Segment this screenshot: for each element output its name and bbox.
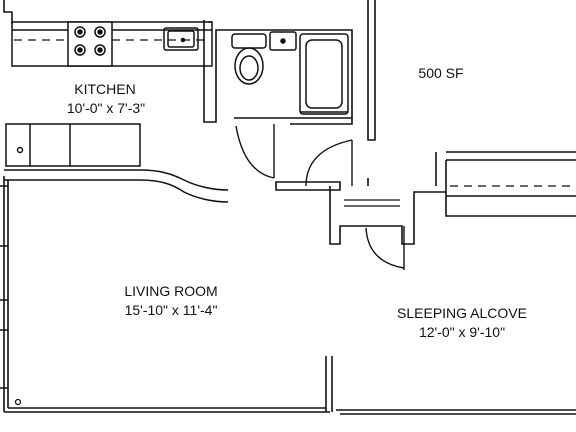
sleeping-alcove-label: SLEEPING ALCOVE [397,305,527,321]
kitchen-label: KITCHEN [74,81,136,97]
exterior-wall-left [3,176,9,412]
area-label: 500 SF [418,65,464,81]
bathroom-wall [203,20,353,123]
closet-partition [275,181,341,191]
closet-rod-icon [344,185,572,207]
alcove-closet-wall [329,186,446,245]
alcove-upper-box [445,160,576,217]
stove-icon [67,21,113,67]
window-left-1 [0,185,8,389]
sink-icon [163,27,199,51]
exterior-wall-right [367,0,376,141]
kitchen-dimensions: 10'-0" x 7'-3" [66,100,146,116]
counter-icon [4,123,229,203]
living-room-label: LIVING ROOM [124,283,218,299]
bathtub-icon [299,33,349,115]
living-room-dimensions: 15'-10" x 11'-4" [124,302,218,318]
door-swing-icon [305,139,353,187]
outlet-icon [14,398,22,406]
door-swing-icon [365,226,405,270]
bathroom-wall-right [290,118,353,125]
toilet-icon [231,33,267,85]
bottom-wall-right [336,409,576,415]
living-alcove-divider [325,356,333,412]
exterior-wall-top [3,0,13,24]
alcove-wall-top [367,151,576,186]
exterior-wall-bottom [4,407,330,413]
sleeping-alcove-dimensions: 12'-0" x 9'-10" [418,324,506,340]
sink-icon [269,31,297,51]
door-swing-icon [235,124,275,179]
